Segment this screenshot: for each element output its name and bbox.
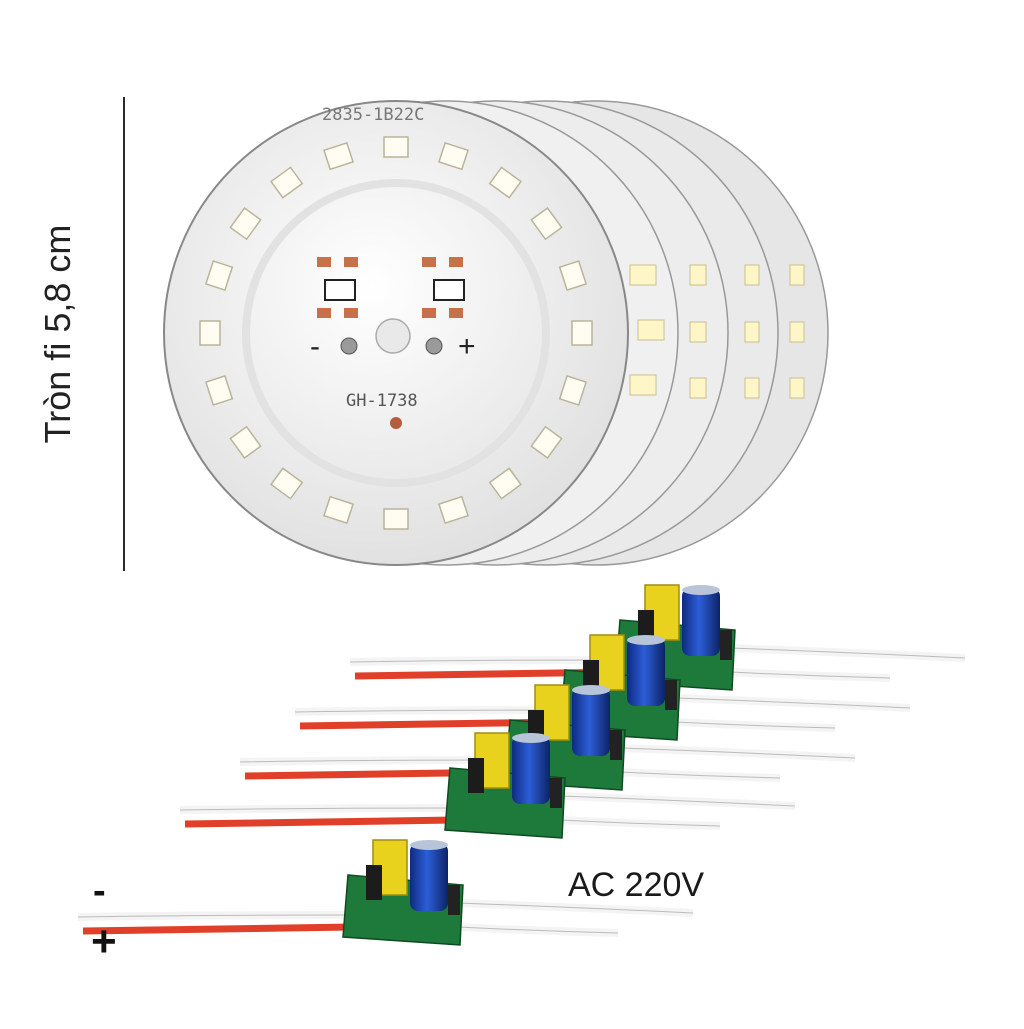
led-driver-module — [77, 839, 694, 946]
led-chip — [383, 508, 409, 530]
screw-icon — [340, 337, 358, 355]
dimension-label: Tròn fi 5,8 cm — [37, 224, 78, 444]
connector-slot — [324, 279, 356, 301]
led-chip — [323, 141, 354, 171]
board-minus-label: - — [310, 330, 320, 363]
board-top-text: 2835-1B22C — [322, 105, 424, 125]
led-chip — [229, 207, 262, 241]
driver-modules — [77, 584, 966, 946]
led-chip — [530, 207, 563, 241]
mount-hole — [375, 318, 411, 354]
led-chip — [199, 320, 221, 346]
led-chip — [558, 260, 588, 291]
polarity-plus: + — [91, 917, 117, 966]
led-chip — [229, 425, 262, 459]
dimension-line — [123, 97, 125, 571]
led-board-front: - + GH-1738 2835-1B22C — [163, 100, 629, 566]
led-chip — [270, 166, 304, 199]
led-chip — [530, 425, 563, 459]
led-chip — [323, 495, 354, 525]
solder-pads — [317, 257, 463, 318]
board-plus-label: + — [458, 330, 476, 363]
led-chip — [270, 467, 304, 500]
board-model-text: GH-1738 — [346, 391, 418, 411]
led-chip — [204, 260, 234, 291]
screw-icon — [425, 337, 443, 355]
led-chip — [383, 136, 409, 158]
ac-voltage-label: AC 220V — [568, 866, 705, 904]
led-chip — [571, 320, 593, 346]
polarity-minus: - — [93, 870, 106, 912]
led-chip — [488, 166, 522, 199]
led-chip — [438, 141, 469, 171]
mark-dot — [390, 417, 402, 429]
led-chip — [438, 495, 469, 525]
led-chip — [204, 375, 234, 406]
led-ring — [199, 136, 593, 530]
led-chip — [558, 375, 588, 406]
led-chip — [488, 467, 522, 500]
led-driver-module — [179, 732, 796, 839]
connector-slot — [433, 279, 465, 301]
